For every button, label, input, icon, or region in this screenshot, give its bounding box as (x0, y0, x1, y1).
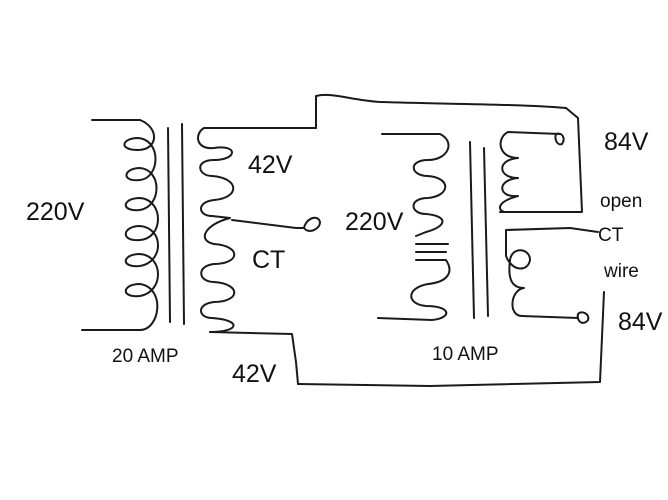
t1-core-left (167, 127, 171, 323)
t1-secondary-top-voltage-label: 42V (248, 151, 293, 179)
t1-ct-terminal (303, 216, 321, 232)
t2-secondary-lower-coil (505, 227, 599, 319)
t1-core-right (181, 123, 185, 325)
top-series-wire (315, 93, 583, 213)
transformer-2 (377, 131, 599, 324)
t2-open-note-label: open (600, 191, 643, 212)
t1-ct-lead (231, 219, 305, 229)
t1-primary-voltage-label: 220V (26, 198, 85, 226)
t1-secondary-coil (197, 127, 317, 333)
t2-primary-voltage-label: 220V (345, 208, 404, 236)
t2-lower-terminal (576, 311, 590, 324)
t2-ct-note-label: CT (598, 225, 624, 246)
transformer-1 (81, 119, 321, 385)
t2-primary-coil (377, 133, 451, 321)
t1-rating-label: 20 AMP (112, 346, 179, 367)
t2-upper-terminal (554, 132, 565, 146)
t2-secondary-upper-coil (499, 131, 561, 213)
t2-secondary-top-voltage-label: 84V (604, 128, 649, 156)
t2-core-right (483, 147, 489, 317)
t2-core-left (469, 141, 475, 319)
t2-wire-note-label: wire (604, 261, 639, 282)
t2-secondary-bottom-voltage-label: 84V (618, 308, 663, 336)
t2-rating-label: 10 AMP (432, 344, 499, 365)
t1-secondary-lead-bottom (209, 331, 299, 385)
t1-primary-coil (123, 119, 159, 331)
t1-secondary-bottom-voltage-label: 42V (232, 360, 277, 388)
bottom-return-wire (297, 291, 605, 387)
t1-center-tap-label: CT (252, 246, 286, 274)
